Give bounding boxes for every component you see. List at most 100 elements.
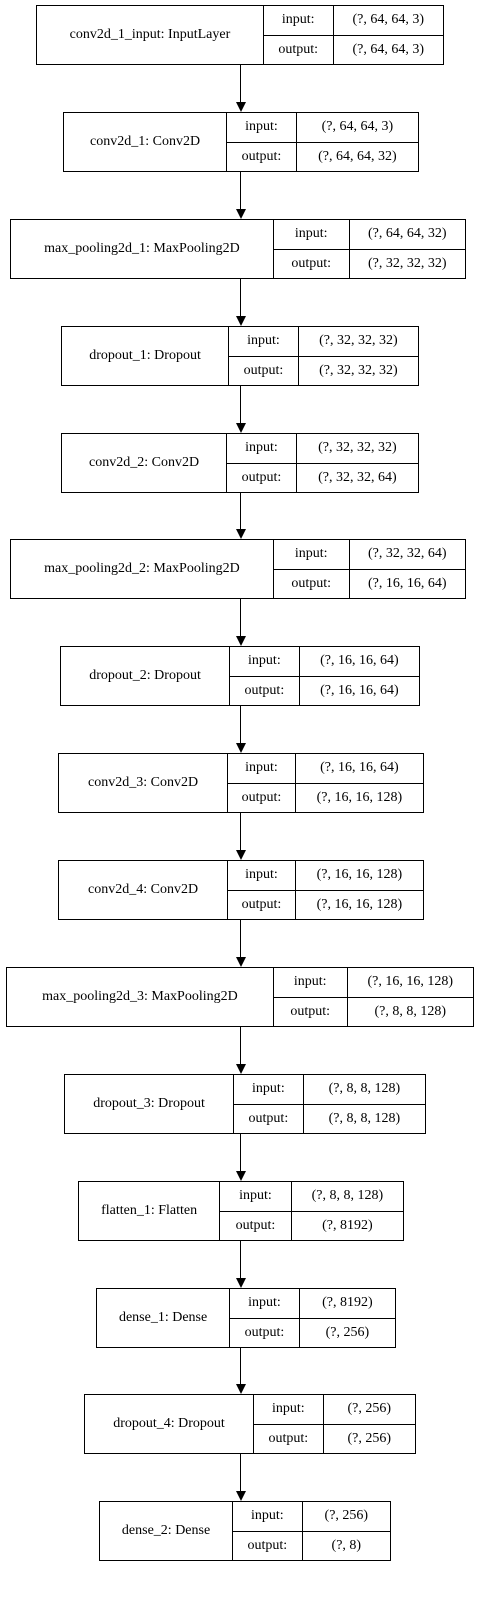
input-label: input: xyxy=(229,327,298,357)
output-label: output: xyxy=(243,362,284,378)
connector-arrow xyxy=(240,920,241,957)
output-shape: (?, 256) xyxy=(347,1430,392,1446)
io-values: (?, 256) (?, 256) xyxy=(323,1395,415,1453)
arrowhead-icon xyxy=(235,529,246,539)
layer-name: dropout_3: Dropout xyxy=(65,1075,235,1133)
input-shape: (?, 32, 32, 32) xyxy=(298,327,419,357)
io-labels: input: output: xyxy=(229,327,299,385)
arrowhead-icon xyxy=(235,102,246,112)
output-label: output: xyxy=(247,1537,288,1553)
io-labels: input:output: xyxy=(230,1289,300,1347)
io-values: (?, 32, 32, 32) (?, 32, 32, 64) xyxy=(296,434,418,492)
io-values: (?, 64, 64, 3)(?, 64, 64, 3) xyxy=(333,6,444,64)
input-label: input: xyxy=(273,968,347,998)
io-labels: input: output: xyxy=(233,1502,303,1560)
output-shape: (?, 16, 16, 128) xyxy=(316,789,403,805)
output-label: output: xyxy=(241,896,282,912)
output-label: output: xyxy=(241,148,282,164)
input-shape: (?, 16, 16, 64) xyxy=(295,754,423,784)
arrowhead-icon xyxy=(235,209,246,219)
io-values: (?, 64, 64, 32)(?, 32, 32, 32) xyxy=(349,220,465,278)
connector-arrow xyxy=(240,172,241,209)
layer-name: max_pooling2d_2: MaxPooling2D xyxy=(11,540,274,598)
input-shape: (?, 16, 16, 128) xyxy=(347,968,474,998)
io-labels: input:output: xyxy=(227,434,297,492)
io-labels: input: output: xyxy=(230,647,300,705)
arrowhead-icon xyxy=(235,316,246,326)
io-values: (?, 8192)(?, 256) xyxy=(299,1289,396,1347)
layer-name: dense_2: Dense xyxy=(100,1502,234,1560)
layer-name: dropout_1: Dropout xyxy=(62,327,230,385)
io-values: (?, 32, 32, 32) (?, 32, 32, 32) xyxy=(298,327,419,385)
connector-arrow xyxy=(240,813,241,850)
output-shape: (?, 256) xyxy=(325,1324,370,1340)
layer-name: conv2d_4: Conv2D xyxy=(59,861,229,919)
output-label: output: xyxy=(244,682,285,698)
input-shape: (?, 256) xyxy=(302,1502,390,1532)
output-shape: (?, 16, 16, 128) xyxy=(316,896,403,912)
connector-arrow xyxy=(240,65,241,102)
arrowhead-icon xyxy=(235,850,246,860)
input-shape: (?, 8, 8, 128) xyxy=(291,1182,403,1212)
output-shape: (?, 64, 64, 32) xyxy=(318,148,397,164)
arrowhead-icon xyxy=(235,957,246,967)
output-label: output: xyxy=(241,789,282,805)
output-shape: (?, 32, 32, 64) xyxy=(318,469,397,485)
io-values: (?, 8, 8, 128)(?, 8192) xyxy=(291,1182,403,1240)
input-label: input: xyxy=(233,1502,302,1532)
layer-name: conv2d_1: Conv2D xyxy=(64,113,228,171)
io-values: (?, 16, 16, 64) (?, 16, 16, 128) xyxy=(295,754,423,812)
output-label: output: xyxy=(291,255,332,271)
io-labels: input:output: xyxy=(273,968,348,1026)
connector-arrow xyxy=(240,1241,241,1278)
io-values: (?, 8, 8, 128)(?, 8, 8, 128) xyxy=(303,1075,425,1133)
io-values: (?, 256)(?, 8) xyxy=(302,1502,390,1560)
input-label: input: xyxy=(230,647,299,677)
io-labels: input: output: xyxy=(227,113,297,171)
input-label: input: xyxy=(263,6,333,36)
output-label: output: xyxy=(248,1110,289,1126)
arrowhead-icon xyxy=(235,1278,246,1288)
output-label: output: xyxy=(278,41,319,57)
input-label: input: xyxy=(254,1395,323,1425)
layer-name: dense_1: Dense xyxy=(97,1289,231,1347)
connector-arrow xyxy=(240,386,241,423)
arrowhead-icon xyxy=(235,743,246,753)
output-label: output: xyxy=(244,1324,285,1340)
input-label: input: xyxy=(234,1075,303,1105)
io-labels: input: output: xyxy=(234,1075,304,1133)
output-shape: (?, 16, 16, 64) xyxy=(367,575,447,591)
output-label: output: xyxy=(241,469,282,485)
output-shape: (?, 16, 16, 64) xyxy=(320,682,399,698)
connector-arrow xyxy=(240,493,241,529)
input-shape: (?, 256) xyxy=(323,1395,415,1425)
connector-arrow xyxy=(240,279,241,316)
input-label: input: xyxy=(227,113,296,143)
arrowhead-icon xyxy=(235,1064,246,1074)
input-shape: (?, 32, 32, 32) xyxy=(296,434,418,464)
io-values: (?, 32, 32, 64) (?, 16, 16, 64) xyxy=(349,540,465,598)
input-label: input: xyxy=(228,754,295,784)
arrowhead-icon xyxy=(235,1384,246,1394)
io-labels: input:output: xyxy=(273,220,350,278)
layer-name: conv2d_1_input: InputLayer xyxy=(37,6,264,64)
io-values: (?, 16, 16, 128) (?, 8, 8, 128) xyxy=(347,968,474,1026)
output-shape: (?, 32, 32, 32) xyxy=(319,362,398,378)
input-shape: (?, 32, 32, 64) xyxy=(349,540,465,570)
output-shape: (?, 8, 8, 128) xyxy=(374,1003,447,1019)
io-labels: input: output: xyxy=(228,754,296,812)
input-label: input: xyxy=(273,540,349,570)
layer-name: max_pooling2d_3: MaxPooling2D xyxy=(7,968,274,1026)
connector-arrow xyxy=(240,1348,241,1384)
